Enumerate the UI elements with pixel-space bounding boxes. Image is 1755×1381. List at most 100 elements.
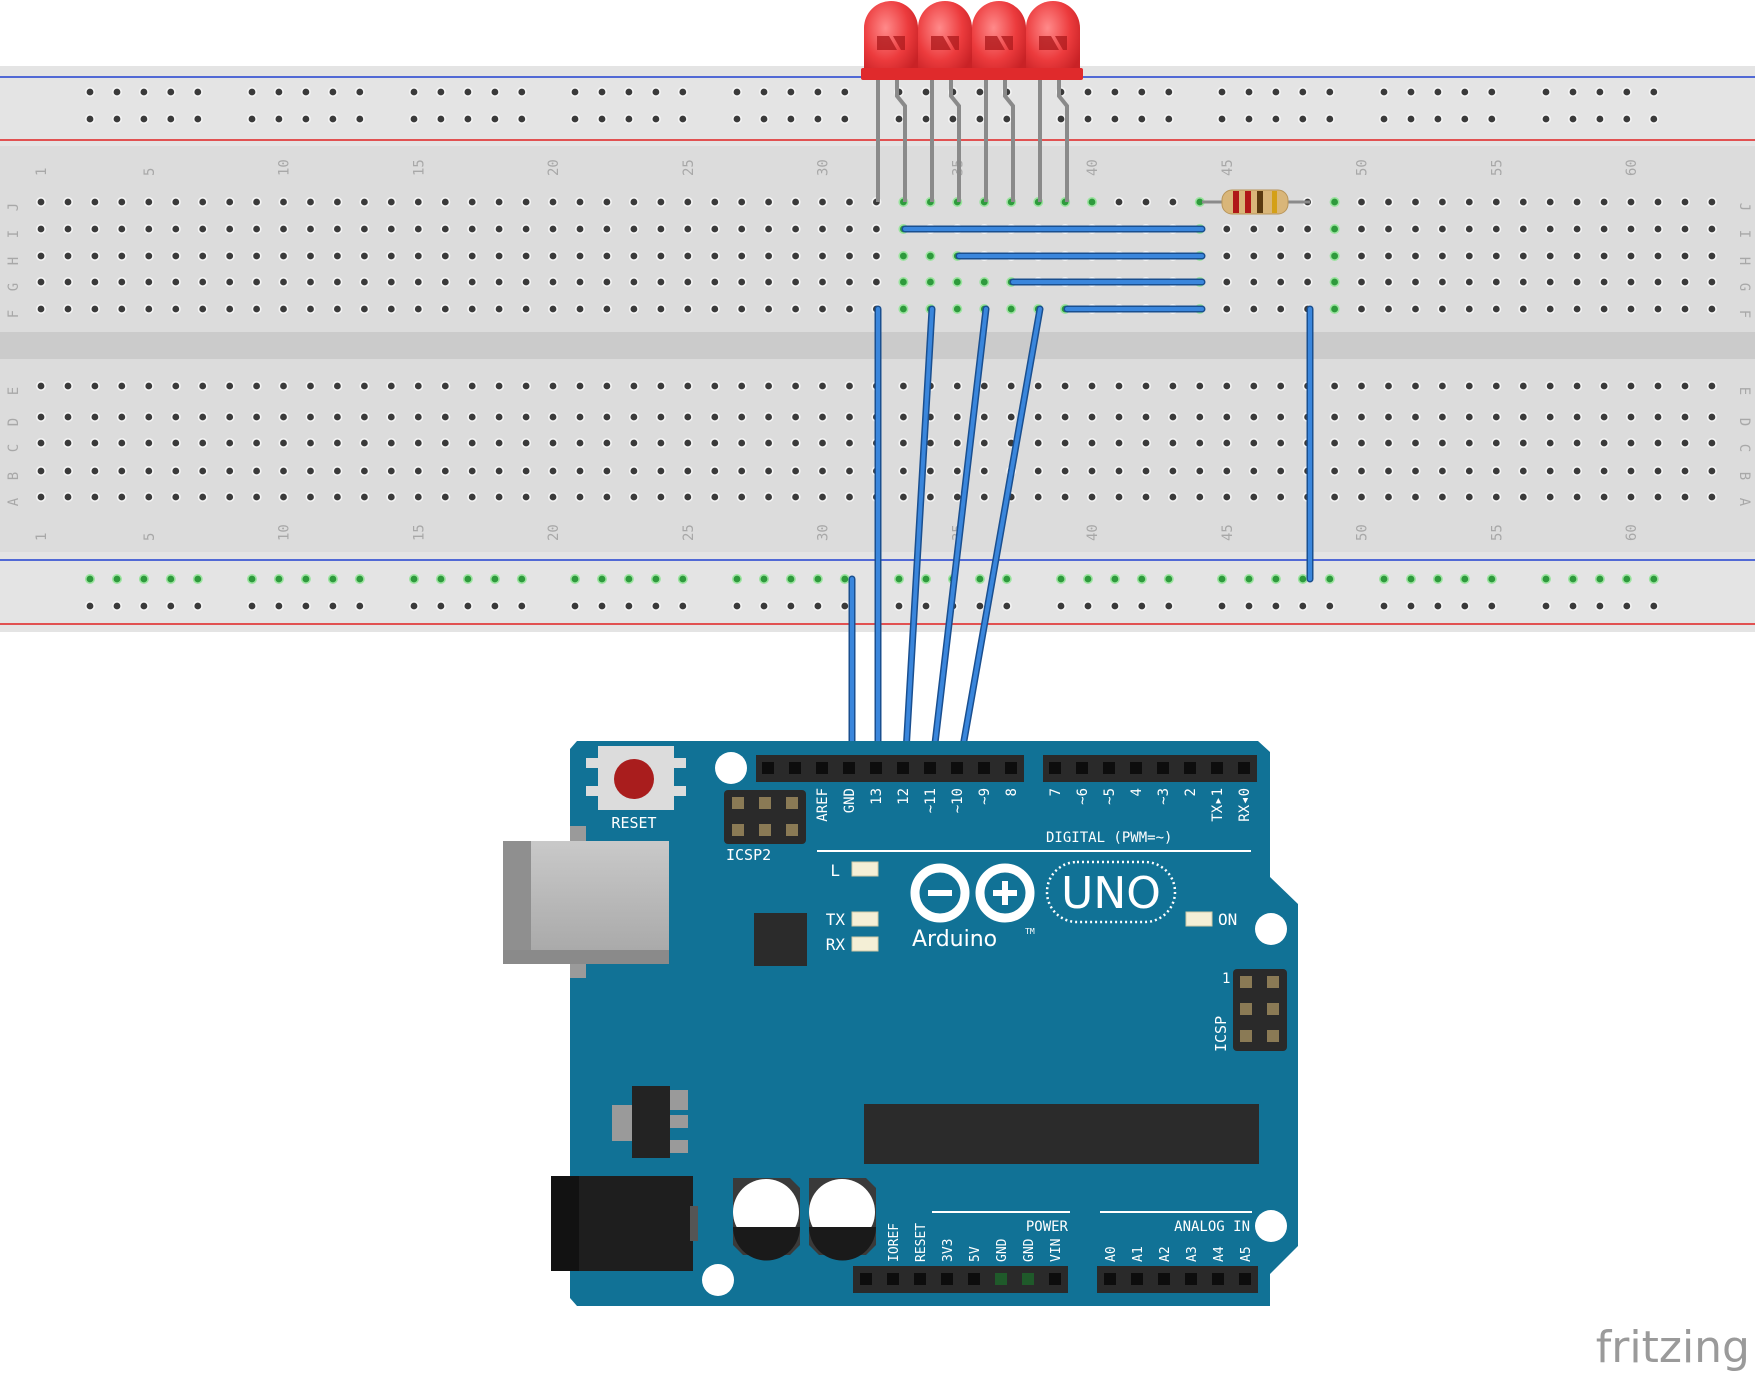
breadboard-hole	[1680, 251, 1691, 262]
breadboard-hole	[278, 465, 289, 476]
fritzing-watermark: fritzing	[1596, 1322, 1750, 1373]
breadboard-hole	[332, 491, 343, 502]
breadboard-hole	[440, 303, 451, 314]
digital-pin-label: AREF	[815, 788, 831, 822]
breadboard-hole	[682, 251, 693, 262]
analog-header	[1097, 1266, 1258, 1293]
breadboard-hole	[1464, 491, 1475, 502]
row-label: G	[1736, 283, 1752, 291]
breadboard-hole	[1329, 251, 1340, 262]
breadboard-hole	[1383, 251, 1394, 262]
breadboard-hole	[1141, 465, 1152, 476]
breadboard-hole	[35, 411, 46, 422]
digital-pin-label: 2	[1183, 788, 1199, 796]
breadboard-hole	[359, 465, 370, 476]
breadboard-hole	[1680, 224, 1691, 235]
led	[1023, 1, 1083, 202]
rail-hole	[1244, 87, 1255, 98]
rail-hole	[1297, 87, 1308, 98]
breadboard-hole	[655, 491, 666, 502]
breadboard-hole	[1221, 380, 1232, 391]
breadboard-hole	[143, 224, 154, 235]
breadboard-hole	[952, 380, 963, 391]
rail-hole	[839, 114, 850, 125]
breadboard-hole	[359, 411, 370, 422]
breadboard-hole	[89, 380, 100, 391]
breadboard-hole	[1572, 197, 1583, 208]
column-label: 15	[411, 159, 427, 176]
rail-hole	[1109, 573, 1120, 584]
breadboard-hole	[547, 251, 558, 262]
breadboard-hole	[278, 224, 289, 235]
rail-hole	[85, 600, 96, 611]
breadboard-hole	[1626, 303, 1637, 314]
rail-hole	[623, 87, 634, 98]
breadboard-hole	[1356, 251, 1367, 262]
breadboard-hole	[170, 197, 181, 208]
breadboard-hole	[1437, 491, 1448, 502]
breadboard-hole	[1680, 276, 1691, 287]
header-pin	[1022, 1273, 1034, 1285]
reset-button[interactable]	[586, 746, 686, 810]
breadboard-hole	[1275, 491, 1286, 502]
header-pin	[762, 762, 774, 774]
column-label: 30	[816, 524, 832, 541]
power-pin-label: 3V3	[941, 1239, 956, 1262]
breadboard-hole	[1437, 437, 1448, 448]
rail-hole	[1083, 114, 1094, 125]
rail-hole	[435, 87, 446, 98]
row-label: J	[6, 203, 22, 211]
breadboard-hole	[1275, 276, 1286, 287]
breadboard-hole	[332, 276, 343, 287]
analog-pin-label: A2	[1158, 1246, 1173, 1262]
breadboard-hole	[601, 224, 612, 235]
rail-hole	[138, 600, 149, 611]
breadboard-hole	[547, 276, 558, 287]
breadboard-hole	[467, 303, 478, 314]
rail-hole	[1379, 87, 1390, 98]
breadboard-hole	[305, 276, 316, 287]
breadboard-hole	[682, 380, 693, 391]
breadboard-hole	[143, 491, 154, 502]
uno-badge	[1045, 860, 1177, 924]
header-pin	[1240, 976, 1252, 988]
breadboard-hole	[413, 276, 424, 287]
dc-power-jack	[551, 1176, 698, 1271]
rail-hole	[974, 87, 985, 98]
breadboard-hole	[682, 303, 693, 314]
breadboard-hole	[1626, 380, 1637, 391]
breadboard-hole	[979, 411, 990, 422]
rail-hole	[354, 114, 365, 125]
breadboard-hole	[844, 224, 855, 235]
breadboard-hole	[494, 437, 505, 448]
rail-hole	[1432, 114, 1443, 125]
breadboard-hole	[494, 197, 505, 208]
led	[861, 1, 921, 202]
breadboard-hole	[197, 380, 208, 391]
breadboard-hole	[574, 380, 585, 391]
breadboard-hole	[709, 303, 720, 314]
breadboard-hole	[1437, 224, 1448, 235]
breadboard-hole	[1060, 437, 1071, 448]
breadboard-hole	[763, 276, 774, 287]
breadboard-hole	[709, 380, 720, 391]
rail-hole	[1083, 87, 1094, 98]
breadboard-hole	[170, 251, 181, 262]
rail-hole	[247, 600, 258, 611]
header-pin	[1103, 762, 1115, 774]
rail-hole	[327, 573, 338, 584]
rail-hole	[327, 600, 338, 611]
breadboard-hole	[1680, 303, 1691, 314]
breadboard-hole	[601, 380, 612, 391]
wire-pin12	[901, 305, 936, 773]
breadboard-hole	[1329, 411, 1340, 422]
rail-hole	[1621, 600, 1632, 611]
rail-hole	[408, 573, 419, 584]
breadboard-hole	[359, 276, 370, 287]
breadboard-hole	[547, 303, 558, 314]
rail-hole	[1486, 573, 1497, 584]
rail-hole	[677, 600, 688, 611]
header-pin	[1185, 1273, 1197, 1285]
header-pin	[759, 824, 771, 836]
breadboard-hole	[1626, 251, 1637, 262]
